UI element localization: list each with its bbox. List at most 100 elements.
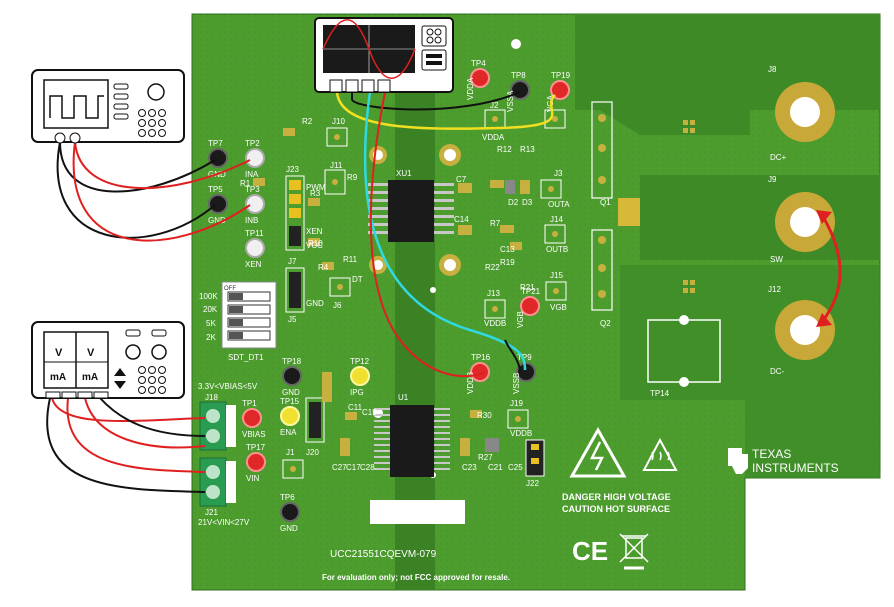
svg-text:U1: U1 — [398, 393, 409, 402]
test-point-id: TP15 — [280, 397, 300, 406]
label-j8: J8 — [768, 65, 777, 74]
ic-xu1 — [368, 180, 454, 242]
svg-text:J6: J6 — [333, 301, 342, 310]
svg-text:VDDA: VDDA — [482, 133, 505, 142]
test-point-net: INB — [245, 216, 258, 225]
weee-bin-icon — [619, 533, 649, 570]
wire-ps-red-2 — [66, 397, 206, 473]
wire-fg-red-2 — [72, 141, 251, 242]
svg-text:VGB: VGB — [550, 303, 567, 312]
test-point-net: GND — [280, 524, 298, 533]
test-point-id: TP2 — [245, 139, 260, 148]
wire-scope-yellow — [335, 91, 556, 130]
test-point-id: TP19 — [551, 71, 571, 80]
transistor-q1 — [591, 101, 613, 199]
svg-text:C14: C14 — [454, 215, 469, 224]
svg-text:R19: R19 — [500, 258, 515, 267]
header-j20 — [305, 397, 325, 443]
terminal-j21 — [199, 457, 236, 507]
svg-text:C25: C25 — [508, 463, 523, 472]
test-point-body — [280, 502, 300, 522]
test-point-net: VBIAS — [242, 430, 266, 439]
svg-text:PWM: PWM — [306, 183, 326, 192]
header-j1 — [322, 372, 332, 402]
svg-text:J18: J18 — [205, 393, 218, 402]
ps-ma1-label: mA — [50, 372, 66, 383]
label-j9: J9 — [768, 175, 777, 184]
test-point-net: GND — [282, 388, 300, 397]
wire-fg-black-1 — [59, 141, 216, 193]
test-point-body — [520, 296, 540, 316]
wire-ps-red-3 — [84, 397, 206, 449]
passive-components — [253, 128, 530, 456]
warning-symbols — [569, 426, 678, 478]
svg-text:C11: C11 — [348, 403, 363, 412]
function-generator — [31, 69, 185, 144]
svg-text:J3: J3 — [554, 169, 563, 178]
label-j12: J12 — [768, 285, 781, 294]
svg-text:J7: J7 — [288, 257, 297, 266]
svg-text:R2: R2 — [302, 117, 313, 126]
svg-text:Q2: Q2 — [600, 319, 611, 328]
test-point-body — [516, 362, 536, 382]
svg-text:J15: J15 — [550, 271, 563, 280]
dip-switch — [221, 281, 277, 349]
test-point-id: TP11 — [245, 229, 264, 238]
test-point-body — [282, 366, 302, 386]
wire-fg-red-1 — [74, 141, 251, 190]
svg-text:DT: DT — [352, 275, 363, 284]
svg-text:R10: R10 — [308, 239, 323, 248]
svg-text:J21: J21 — [205, 508, 218, 517]
test-point-body — [208, 194, 228, 214]
test-point-id: TP5 — [208, 185, 223, 194]
ps-v2-label: V — [87, 347, 95, 359]
test-point-net: VIN — [246, 474, 260, 483]
svg-text:J11: J11 — [330, 161, 343, 170]
header-j22 — [525, 439, 545, 477]
svg-text:OUTA: OUTA — [548, 200, 570, 209]
wire-ps-black-2 — [99, 397, 206, 437]
double-arrow — [820, 214, 842, 323]
test-point-body — [245, 148, 265, 168]
wire-ps-red-1 — [51, 397, 206, 423]
svg-text:R27: R27 — [478, 453, 493, 462]
test-point-id: TP4 — [471, 59, 486, 68]
svg-text:VDDB: VDDB — [510, 429, 532, 438]
svg-text:XU1: XU1 — [396, 169, 412, 178]
label-dc-minus: DC- — [770, 367, 785, 376]
test-point-body — [245, 194, 265, 214]
svg-text:D2: D2 — [508, 198, 519, 207]
power-terminals — [775, 82, 835, 360]
svg-text:C15: C15 — [362, 408, 377, 417]
brand-line-2: INSTRUMENTS — [752, 461, 839, 475]
svg-text:R11: R11 — [343, 255, 358, 264]
svg-text:J19: J19 — [510, 399, 523, 408]
svg-text:J22: J22 — [526, 479, 539, 488]
svg-text:C28: C28 — [360, 463, 375, 472]
svg-text:VDDB: VDDB — [484, 319, 506, 328]
warning-text-1: DANGER HIGH VOLTAGE — [562, 492, 671, 502]
test-point-net: IPG — [350, 388, 364, 397]
test-point-net: VDDB — [466, 372, 475, 394]
svg-text:J13: J13 — [487, 289, 500, 298]
test-point-body — [470, 68, 490, 88]
svg-text:D3: D3 — [522, 198, 533, 207]
test-point-body — [246, 452, 266, 472]
svg-text:TP14: TP14 — [650, 389, 670, 398]
heatsink-tab — [618, 198, 640, 226]
svg-text:C27: C27 — [332, 463, 347, 472]
svg-text:C7: C7 — [456, 175, 467, 184]
wires — [46, 91, 556, 493]
test-point-id: TP3 — [245, 185, 260, 194]
svg-text:OUTB: OUTB — [546, 245, 568, 254]
